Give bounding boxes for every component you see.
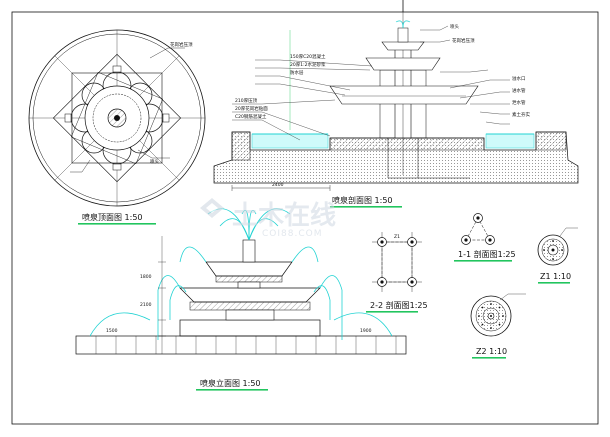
plan-note-coping: 花岗岩压顶 (170, 41, 193, 48)
elevation-view: 1800 2100 1500 1900 (75, 208, 407, 355)
section-note-8: 溢水口 (512, 75, 526, 82)
section-title-bar (330, 206, 402, 208)
section-note-6: 20厚花岗岩贴面 (235, 105, 268, 112)
plan-title: 喷泉顶面图 1:50 (82, 212, 143, 222)
watermark-brand: 土木在线 (232, 201, 336, 231)
section-11-view (461, 213, 495, 245)
section-note-1: 150厚C20混凝土 (290, 53, 326, 60)
section-note-3: 防水层 (290, 69, 304, 76)
plan-note-nozzle: 喷头 (150, 158, 159, 165)
detail-z1-title: Z1 1:10 (540, 272, 571, 281)
section-11-title-bar (454, 260, 512, 262)
plan-title-bar (78, 223, 156, 225)
section-dim-width: 2400 (272, 182, 284, 188)
elev-dim-3: 1500 (106, 328, 118, 334)
detail-z2-title-bar (472, 357, 506, 359)
elev-dim-1: 1800 (140, 274, 152, 280)
section-22-title: 2-2 剖面图1:25 (370, 300, 428, 310)
detail-z1-view (537, 227, 578, 266)
section-22-title-bar (366, 311, 418, 313)
section-note-10: 泄水管 (512, 99, 526, 106)
section-note-4: C20钢筋混凝土 (235, 113, 267, 120)
detail-z2-view (470, 293, 526, 337)
detail-z2-title: Z2 1:10 (476, 347, 507, 356)
section-note-7: 进水管 (512, 87, 526, 94)
elevation-title: 喷泉立面图 1:50 (200, 378, 261, 388)
section-note-9: 喷头 (450, 23, 459, 30)
section-11-title: 1-1 剖面图1:25 (458, 249, 516, 259)
watermark-url: COI88.COM (262, 229, 322, 239)
section-note-12: 花岗岩压顶 (452, 37, 475, 44)
plan-view: 花岗岩压顶 喷头 (28, 29, 206, 207)
sheet-border (11, 11, 599, 425)
section-title: 喷泉剖面图 1:50 (332, 195, 393, 205)
grid-z1-label: Z1 (394, 234, 400, 240)
elevation-title-bar (196, 389, 268, 391)
elev-dim-4: 1900 (360, 328, 372, 334)
section-view: 150厚C20混凝土 20厚1:2水泥砂浆 防水层 210厚压顶 20厚花岗岩贴… (213, 12, 579, 191)
elev-dim-2: 2100 (140, 302, 152, 308)
watermark: 土木在线 COI88.COM (200, 198, 336, 239)
section-note-11: 素土夯实 (512, 111, 530, 118)
section-note-5: 210厚压顶 (235, 98, 258, 104)
section-note-2: 20厚1:2水泥砂浆 (290, 61, 326, 68)
detail-z1-title-bar (538, 282, 570, 284)
section-22-view: Z1 (372, 232, 422, 292)
